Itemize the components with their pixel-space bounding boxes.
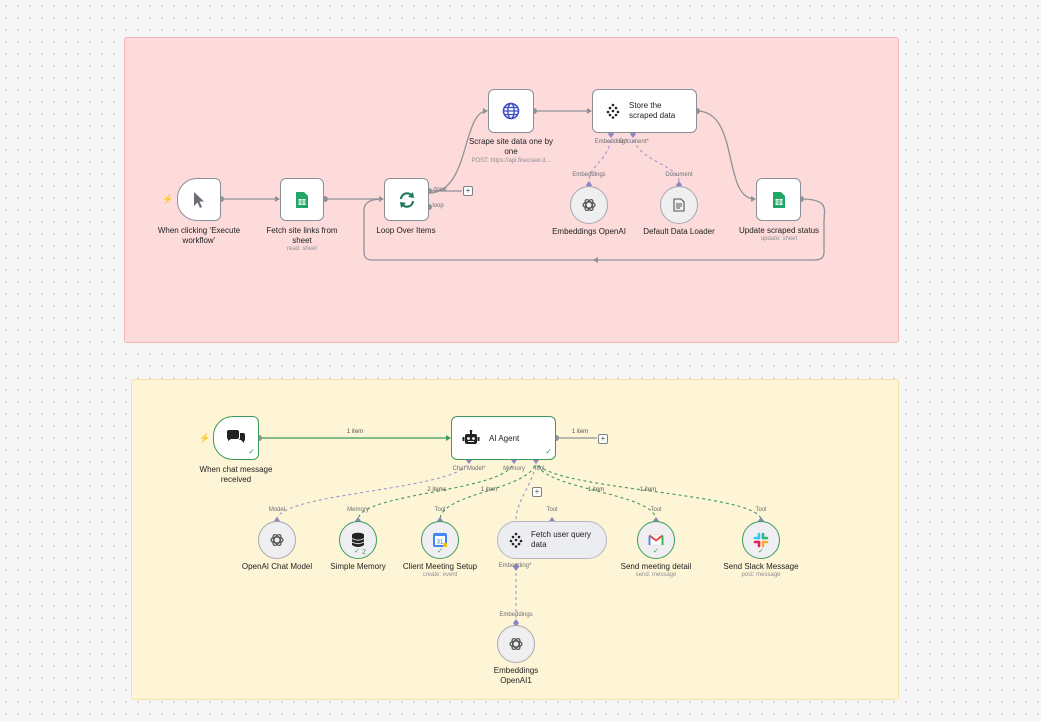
send-meeting-detail-sub: send: message [635,572,677,578]
robot-icon [462,430,480,444]
scrape-site-label: Scrape site data one by one [468,137,554,156]
scrape-site-node[interactable] [488,89,534,133]
success-check-icon: ✓ [653,548,659,555]
gmail-wire-label: 1 item [587,487,605,493]
openai-icon [509,637,523,651]
manual-trigger-label: When clicking ‘Execute workflow’ [157,226,241,245]
agent-port-memory: Memory [503,466,525,472]
send-slack-message-sub: post: message [741,572,781,578]
database-icon [351,532,365,547]
fetch-links-node[interactable] [280,178,324,221]
success-check-icon: ✓ [248,447,255,456]
default-data-loader-node[interactable] [660,186,698,224]
client-meeting-setup-sub: create: event [422,572,458,578]
chat-trigger-node[interactable]: ✓ [213,416,259,460]
add-node-button-2[interactable]: + [598,434,608,444]
gmail-icon [648,534,664,546]
add-tool-button[interactable]: + [532,487,542,497]
embeddings-openai1-node[interactable] [497,625,535,663]
success-check-icon: ✓ [437,548,443,555]
send-meeting-detail-label: Send meeting detail [620,562,692,571]
add-node-button[interactable]: + [463,186,473,196]
fetch-port: Tool [546,507,558,513]
scrape-site-sub: POST: https://api.firecrawl.d... [471,158,551,164]
loop-over-items-node[interactable] [384,178,429,221]
google-sheets-icon [772,191,785,208]
memory-run-count: 2 [362,549,366,556]
loop-port-done: done [433,187,447,193]
openai-icon [270,533,284,547]
loop-arrows-icon [399,191,414,208]
loop-over-items-label: Loop Over Items [376,226,436,235]
simple-memory-label: Simple Memory [330,562,386,571]
wire-update-loop-back [363,198,826,261]
pinecone-icon [606,103,620,119]
default-data-loader-label: Default Data Loader [643,227,715,236]
agent-port-tool: Tool [533,466,545,472]
slack-port: Tool [755,507,767,513]
fetch-links-label: Fetch site links from sheet [266,226,338,245]
calendar-wire-label: 1 item [480,487,498,493]
embeddings2-port: Embeddings [499,612,533,618]
simple-memory-node[interactable]: ✓ 2 [339,521,377,559]
wire-loop-scrape [428,110,488,194]
update-status-label: Update scraped status [738,226,820,235]
manual-trigger-node[interactable] [177,178,221,221]
update-status-node[interactable] [756,178,801,221]
slack-wire-label: 1 item [639,487,657,493]
store-port-embedding: Embedding* [594,139,628,145]
wire-store-update [696,110,756,200]
embeddings-openai1-label: Embeddings OpenAI1 [493,666,539,685]
agent-port-chat-model: Chat Model* [452,466,486,472]
embeddings-port: Embeddings [572,172,606,178]
send-slack-message-node[interactable]: ✓ [742,521,780,559]
memory-wire-label: 2 items [427,487,447,493]
slack-icon [753,532,769,548]
chat-trigger-label: When chat message received [199,465,273,484]
client-meeting-setup-node[interactable]: 31 ✓ [421,521,459,559]
store-scraped-data-label: Store the scraped data [629,101,676,120]
send-slack-message-label: Send Slack Message [723,562,799,571]
ai-agent-label: AI Agent [489,433,520,443]
trigger-bolt-icon: ⚡ [162,194,174,204]
chat-bubbles-icon [227,430,245,443]
update-status-sub: update: sheet [760,236,798,242]
success-check-icon: ✓ [758,548,764,555]
memory-port: Memory [347,507,369,513]
chat-trigger-bolt-icon: ⚡ [199,433,211,443]
store-scraped-data-node[interactable]: Store the scraped data [592,89,697,133]
loader-port: Document [665,172,693,178]
document-icon [673,198,685,212]
openai-chat-model-label: OpenAI Chat Model [241,562,313,571]
globe-icon [502,102,520,120]
chat-model-port: Model [268,507,286,513]
openai-icon [582,198,596,212]
agent-out-wire-label: 1 item [571,429,589,435]
embeddings-openai-label: Embeddings OpenAI [552,227,626,236]
pinecone-icon [509,532,523,548]
loop-port-loop: loop [432,203,444,209]
cursor-icon [194,191,204,208]
ai-agent-node[interactable]: AI Agent ✓ [451,416,556,460]
send-meeting-detail-node[interactable]: ✓ [637,521,675,559]
google-calendar-icon: 31 [433,533,447,547]
client-meeting-setup-label: Client Meeting Setup [402,562,478,571]
store-port-document: Document* [619,139,649,145]
fetch-port-embedding: Embedding* [498,563,532,569]
embeddings-openai-node[interactable] [570,186,608,224]
openai-chat-model-node[interactable] [258,521,296,559]
fetch-links-sub: read: sheet [286,246,318,252]
svg-text:31: 31 [437,540,444,546]
gmail-port: Tool [650,507,662,513]
success-check-icon: ✓ [354,548,360,555]
success-check-icon: ✓ [545,447,552,456]
chat-wire-label: 1 item [346,429,364,435]
calendar-port: Tool [434,507,446,513]
google-sheets-icon [296,191,308,208]
fetch-user-query-node[interactable]: Fetch user query data [497,521,607,559]
fetch-user-query-label: Fetch user query data [531,530,592,549]
